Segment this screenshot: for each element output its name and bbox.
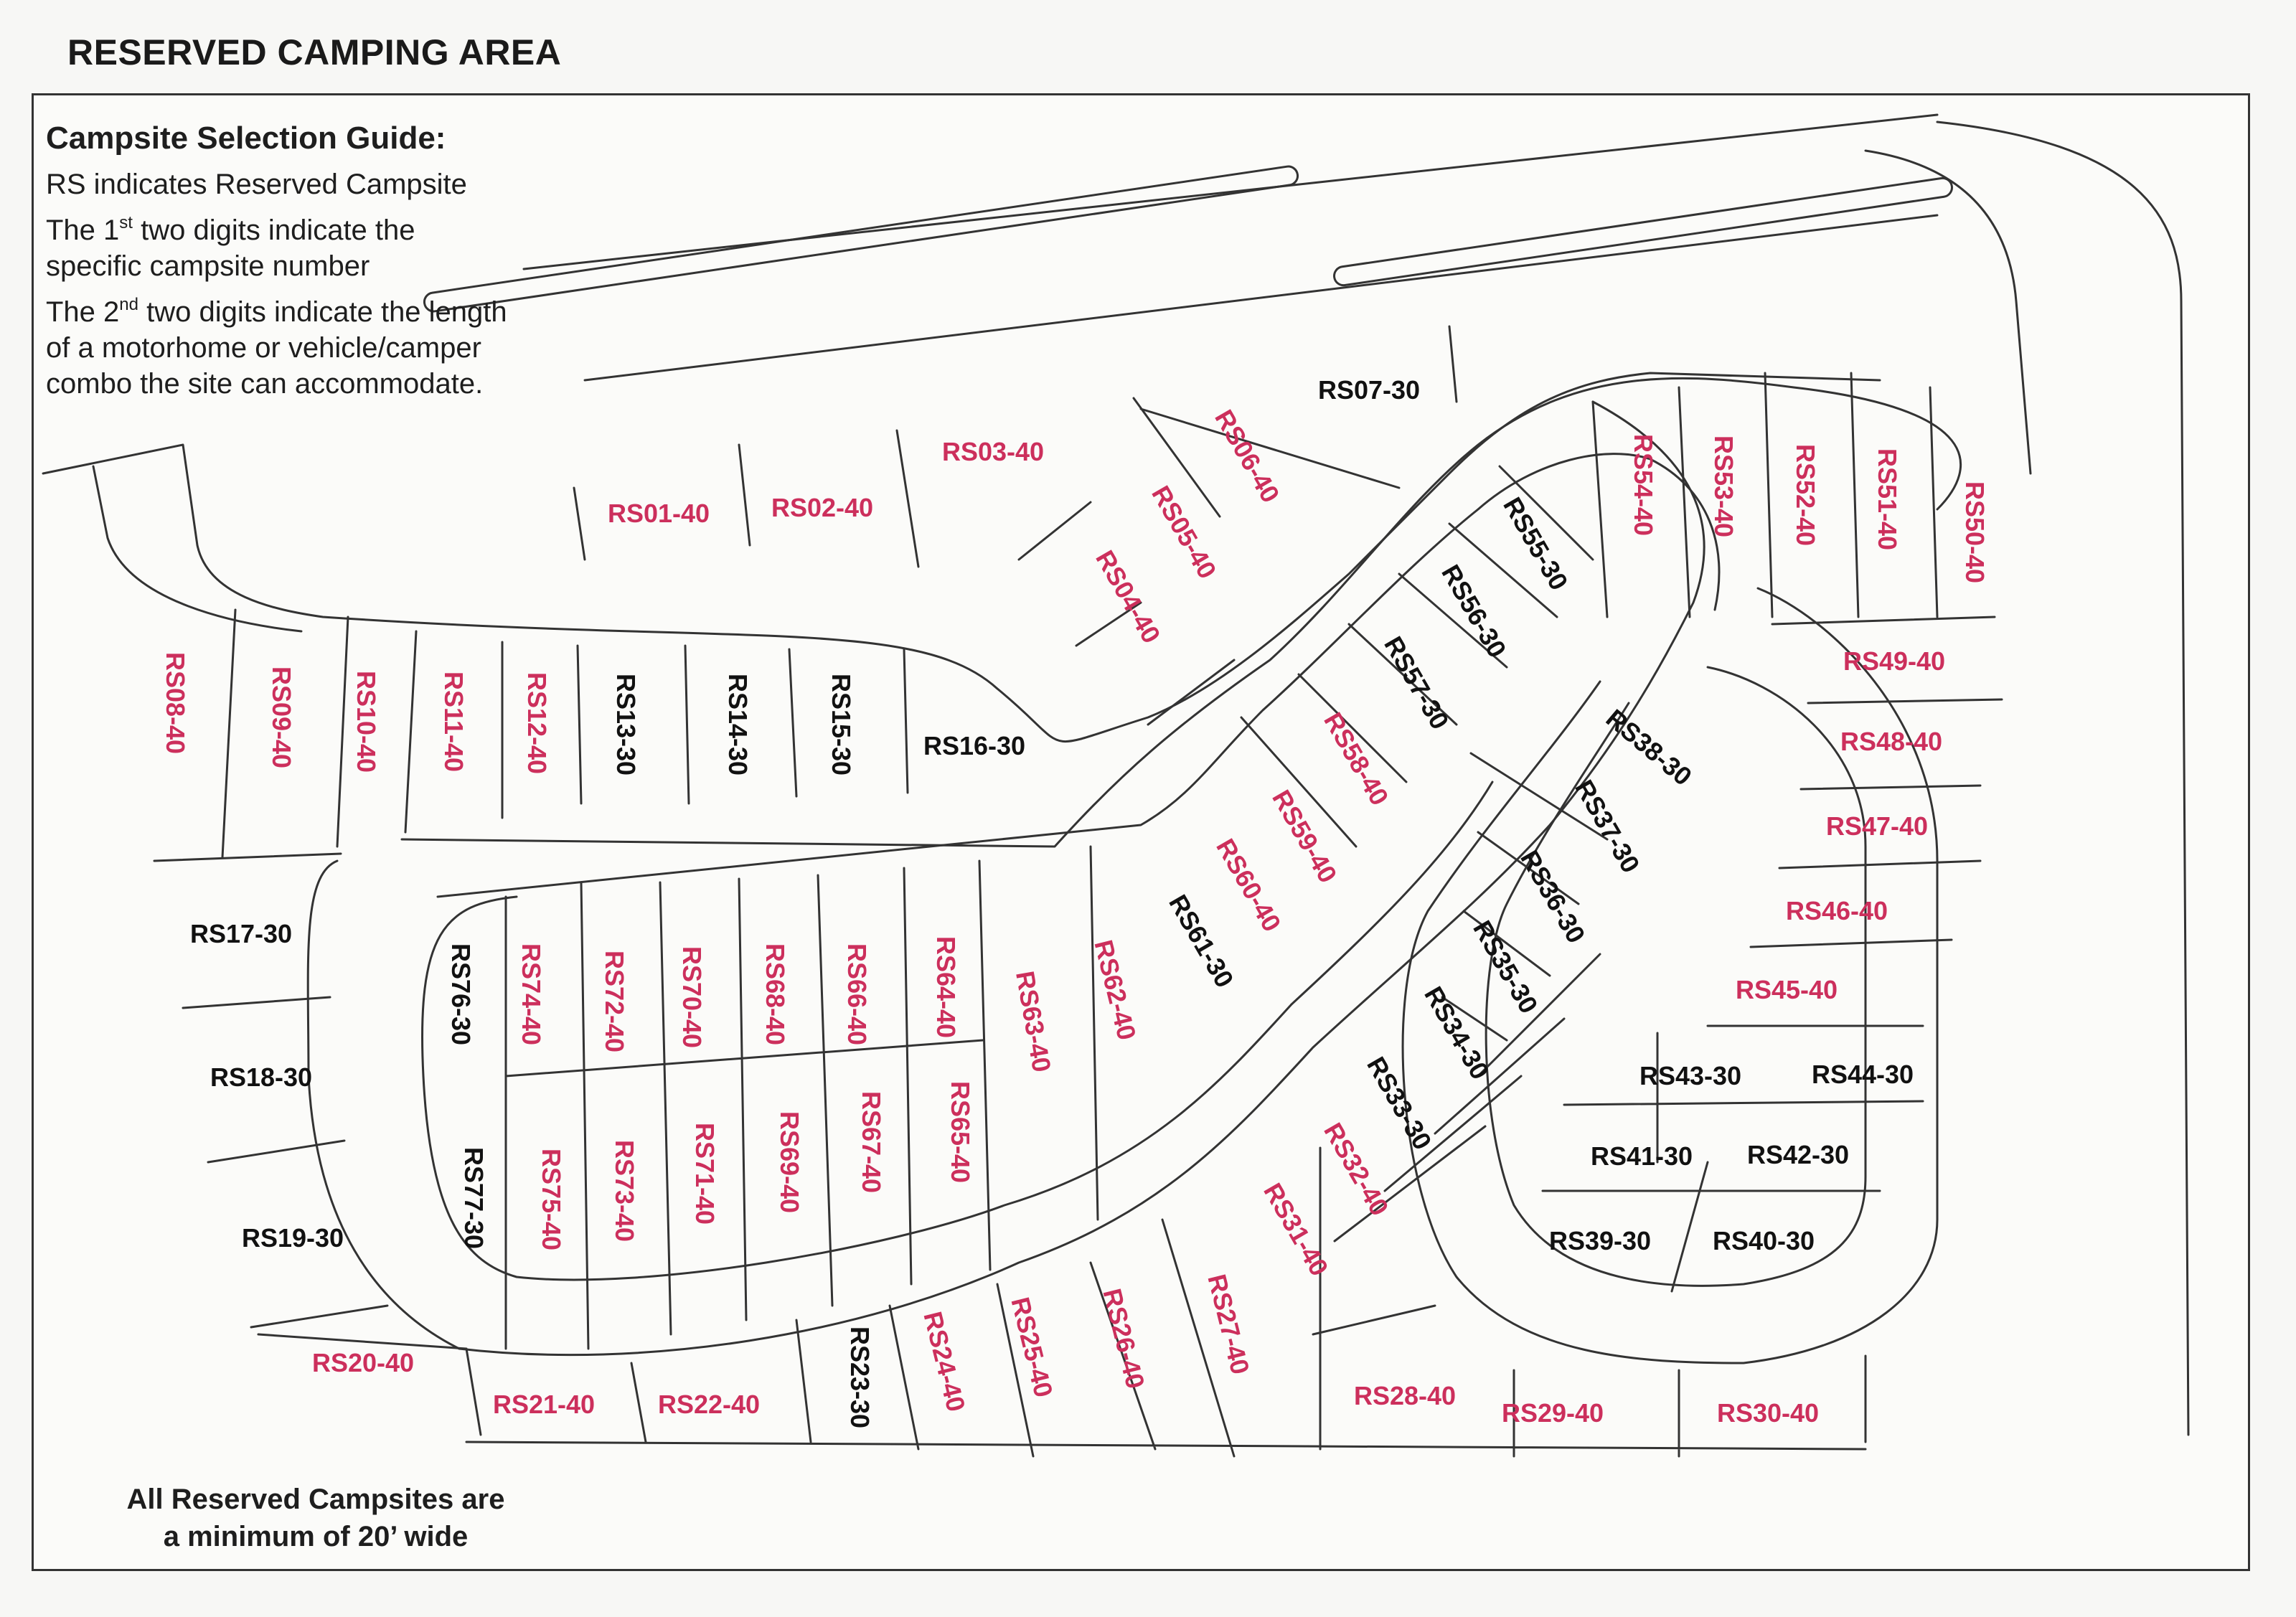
map-frame <box>32 93 2250 1571</box>
guide-first-pre: The 1 <box>46 214 120 246</box>
campsite-rs54-40: RS54-40 <box>1629 433 1658 537</box>
site-lines-diagonal <box>1240 465 1609 1243</box>
campsite-rs15-30: RS15-30 <box>827 673 856 776</box>
entrance-road-right <box>1936 121 2190 1436</box>
campsite-rs68-40: RS68-40 <box>761 943 790 1046</box>
campsite-rs53-40: RS53-40 <box>1709 435 1739 538</box>
campsite-rs17-30: RS17-30 <box>189 919 293 948</box>
site-lines-upper <box>573 325 1458 726</box>
campsite-rs02-40: RS02-40 <box>771 493 874 522</box>
loop-road-a <box>306 400 1705 1357</box>
west-road-inner <box>92 465 303 633</box>
campsite-rs45-40: RS45-40 <box>1735 975 1838 1004</box>
loop-road-b <box>436 453 1721 898</box>
inner-loop-hole <box>1485 666 1867 1287</box>
campsite-rs73-40: RS73-40 <box>610 1139 639 1243</box>
campsite-rs70-40: RS70-40 <box>677 946 707 1049</box>
campsite-rs09-40: RS09-40 <box>267 666 296 769</box>
guide-line-rs: RS indicates Reserved Campsite <box>46 169 467 200</box>
campsite-rs66-40: RS66-40 <box>842 943 872 1046</box>
width-footnote: All Reserved Campsites are a minimum of … <box>108 1481 524 1555</box>
west-road-outer <box>42 372 1881 742</box>
campsite-rs30-40: RS30-40 <box>1716 1398 1820 1428</box>
campsite-selection-guide: Campsite Selection Guide: RS indicates R… <box>46 121 591 412</box>
campsite-rs01-40: RS01-40 <box>607 499 710 528</box>
guide-first-sup: st <box>119 213 133 232</box>
campsite-rs42-30: RS42-30 <box>1746 1140 1850 1169</box>
campsite-rs74-40: RS74-40 <box>517 943 546 1046</box>
campsite-rs40-30: RS40-30 <box>1712 1226 1815 1255</box>
campsite-rs77-30: RS77-30 <box>459 1146 489 1250</box>
site-lines-west <box>153 852 389 1329</box>
parking-strip-lower <box>1333 176 1953 287</box>
campsite-rs50-40: RS50-40 <box>1960 481 1990 584</box>
guide-line-first-digits: The 1st two digits indicate the specific… <box>46 212 591 284</box>
campsite-rs44-30: RS44-30 <box>1811 1060 1914 1089</box>
campsite-rs65-40: RS65-40 <box>946 1080 975 1184</box>
guide-second-cont1: of a motorhome or vehicle/camper <box>46 332 481 364</box>
campsite-rs22-40: RS22-40 <box>657 1390 761 1419</box>
campsite-rs11-40: RS11-40 <box>439 671 469 773</box>
campsite-rs41-30: RS41-30 <box>1590 1141 1693 1171</box>
entrance-road-left <box>1864 149 2032 475</box>
campsite-rs46-40: RS46-40 <box>1785 896 1888 925</box>
campsite-rs64-40: RS64-40 <box>931 935 961 1039</box>
campsite-rs39-30: RS39-30 <box>1548 1226 1652 1255</box>
site-lines-bottom <box>257 1146 1867 1458</box>
site-lines-inner <box>504 845 1099 1350</box>
guide-second-sup: nd <box>119 295 138 314</box>
campsite-rs52-40: RS52-40 <box>1791 443 1820 547</box>
campsite-rs08-40: RS08-40 <box>161 651 190 755</box>
campsite-rs13-30: RS13-30 <box>611 673 641 776</box>
guide-second-pre: The 2 <box>46 296 120 328</box>
inner-loop-outer <box>421 781 1494 1281</box>
campsite-rs16-30: RS16-30 <box>923 731 1026 760</box>
campsite-rs49-40: RS49-40 <box>1843 646 1946 676</box>
campsite-rs18-30: RS18-30 <box>210 1062 313 1092</box>
page-title: RESERVED CAMPING AREA <box>67 32 562 72</box>
footnote-line-1: All Reserved Campsites are <box>126 1484 505 1515</box>
parking-strip-upper <box>423 165 1299 313</box>
footnote-line-2: a minimum of 20’ wide <box>163 1521 469 1552</box>
campsite-rs14-30: RS14-30 <box>723 673 753 776</box>
campsite-rs29-40: RS29-40 <box>1501 1398 1604 1428</box>
inner-loop-inner <box>1401 587 1939 1364</box>
guide-heading: Campsite Selection Guide: <box>46 121 446 156</box>
campsite-rs07-30: RS07-30 <box>1317 375 1421 405</box>
campsite-rs43-30: RS43-30 <box>1639 1061 1742 1090</box>
site-lines-right <box>1541 372 2003 1293</box>
campsite-rs72-40: RS72-40 <box>600 950 629 1053</box>
guide-line-second-digits: The 2nd two digits indicate the length o… <box>46 294 591 402</box>
campsite-rs23-30: RS23-30 <box>845 1326 875 1429</box>
campsite-rs51-40: RS51-40 <box>1873 448 1902 551</box>
campsite-rs76-30: RS76-30 <box>446 943 476 1046</box>
campsite-rs75-40: RS75-40 <box>537 1148 566 1251</box>
campsite-rs20-40: RS20-40 <box>311 1348 415 1377</box>
campsite-rs48-40: RS48-40 <box>1840 727 1943 756</box>
campsite-rs03-40: RS03-40 <box>941 437 1045 466</box>
campsite-rs47-40: RS47-40 <box>1825 811 1929 841</box>
campsite-rs67-40: RS67-40 <box>857 1090 886 1194</box>
loop-outer <box>400 377 1962 848</box>
site-lines-middle <box>221 608 909 859</box>
guide-first-post: two digits indicate the <box>132 214 415 246</box>
road-top-edge <box>522 113 1939 270</box>
campsite-rs19-30: RS19-30 <box>241 1223 344 1253</box>
guide-second-post: two digits indicate the length <box>138 296 507 328</box>
guide-second-cont2: combo the site can accommodate. <box>46 368 484 400</box>
guide-first-cont: specific campsite number <box>46 250 370 282</box>
campsite-rs21-40: RS21-40 <box>492 1390 596 1419</box>
road-top-edge-2 <box>583 214 1939 382</box>
campsite-rs28-40: RS28-40 <box>1353 1381 1457 1410</box>
campsite-rs71-40: RS71-40 <box>690 1122 720 1225</box>
campsite-rs69-40: RS69-40 <box>775 1111 804 1214</box>
campsite-rs10-40: RS10-40 <box>352 670 381 773</box>
campsite-rs12-40: RS12-40 <box>522 671 552 775</box>
